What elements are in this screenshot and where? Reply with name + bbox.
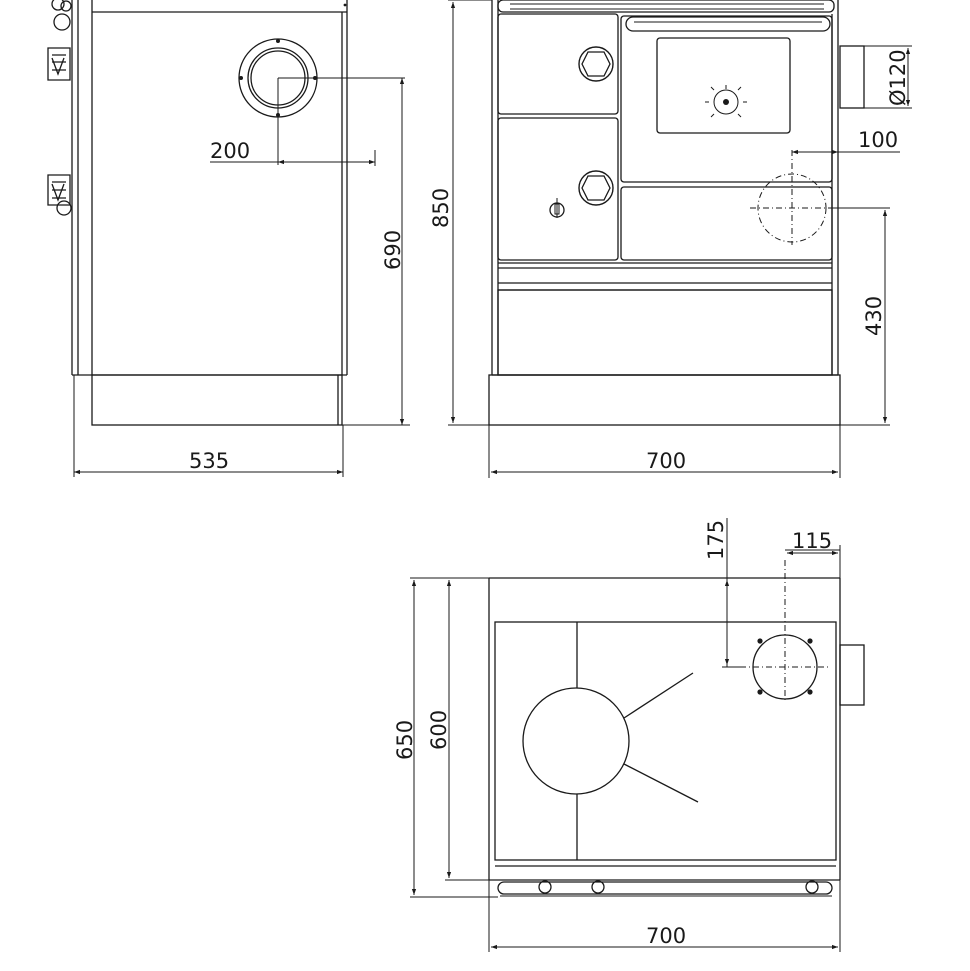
front-rear-flue-hidden	[750, 150, 834, 245]
front-storage-drawer	[497, 289, 833, 376]
top-view: 650 600 175 115 700	[393, 518, 865, 952]
front-width-label: 700	[646, 449, 686, 473]
top-width-label: 700	[646, 924, 686, 948]
side-flue-height-label: 690	[381, 230, 405, 270]
top-side-flue-stub	[839, 644, 865, 706]
front-oven-door	[620, 15, 833, 183]
front-lower-left-door	[497, 117, 619, 261]
top-front-rail	[497, 879, 833, 897]
front-height-label: 850	[429, 188, 453, 228]
side-view: 200 690 535	[47, 0, 410, 477]
top-flue-outlet	[740, 560, 828, 703]
front-flue-height-label: 430	[862, 296, 886, 336]
side-view-rail-fittings	[47, 0, 72, 216]
front-side-flue-outlet	[839, 45, 865, 109]
top-cooking-ring	[522, 672, 699, 803]
front-upper-left-door	[497, 13, 619, 115]
front-flue-diameter-label: Ø120	[886, 49, 910, 106]
top-flue-offset-x-label: 115	[792, 529, 832, 553]
side-view-body	[71, 0, 348, 426]
top-depth-body-label: 600	[427, 710, 451, 750]
front-lower-right-drawer	[620, 186, 833, 261]
thermometer-icon	[705, 85, 747, 118]
side-flue-offset-label: 200	[210, 139, 250, 163]
front-flue-offset-label: 100	[858, 128, 898, 152]
front-view: 850	[429, 0, 912, 478]
top-hotplate	[494, 621, 837, 861]
front-view-body	[488, 0, 841, 426]
side-depth-label: 535	[189, 449, 229, 473]
top-depth-total-label: 650	[393, 720, 417, 760]
top-flue-offset-y-label: 175	[704, 520, 728, 560]
